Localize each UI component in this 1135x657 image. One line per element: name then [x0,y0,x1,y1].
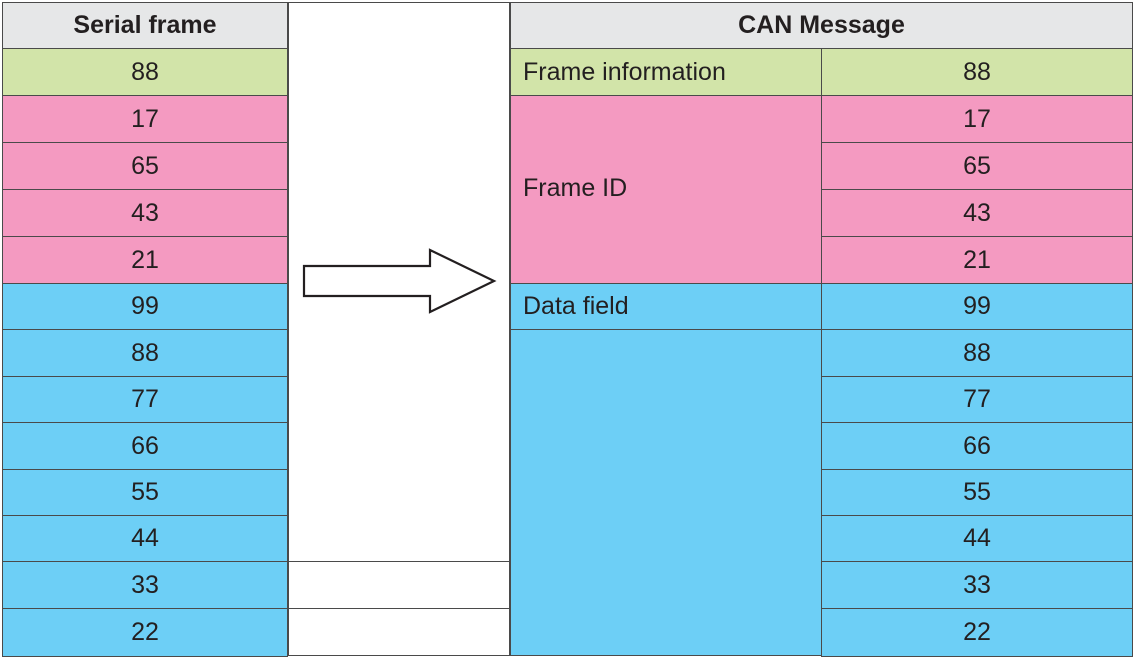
data-field-label: Data field [510,283,822,330]
serial-frame-value: 65 [2,142,288,190]
can-message-value: 77 [821,376,1133,423]
frame-information-label: Frame information [510,48,822,96]
can-message-value: 22 [821,608,1133,657]
serial-frame-value: 88 [2,329,288,377]
middle-spacer-row-22 [288,608,510,656]
can-message-value: 88 [821,329,1133,377]
serial-frame-value: 44 [2,515,288,562]
serial-frame-value: 43 [2,189,288,237]
serial-frame-value: 77 [2,376,288,423]
serial-frame-value: 55 [2,469,288,516]
frame-id-label: Frame ID [510,95,822,284]
serial-frame-header: Serial frame [2,2,288,49]
serial-frame-value: 21 [2,236,288,284]
can-message-value: 99 [821,283,1133,330]
can-message-value: 55 [821,469,1133,516]
can-message-value: 17 [821,95,1133,143]
can-message-header: CAN Message [510,2,1133,49]
serial-frame-value: 22 [2,608,288,657]
can-message-value: 65 [821,142,1133,190]
data-field-span [510,329,822,656]
can-message-value: 88 [821,48,1133,96]
serial-frame-value: 88 [2,48,288,96]
can-message-value: 33 [821,561,1133,609]
serial-frame-value: 17 [2,95,288,143]
serial-frame-value: 99 [2,283,288,330]
can-message-value: 66 [821,422,1133,470]
can-message-value: 21 [821,236,1133,284]
serial-frame-value: 33 [2,561,288,609]
serial-frame-value: 66 [2,422,288,470]
can-message-value: 43 [821,189,1133,237]
can-message-value: 44 [821,515,1133,562]
middle-spacer-row-33 [288,561,510,609]
right-arrow-icon [302,248,497,314]
